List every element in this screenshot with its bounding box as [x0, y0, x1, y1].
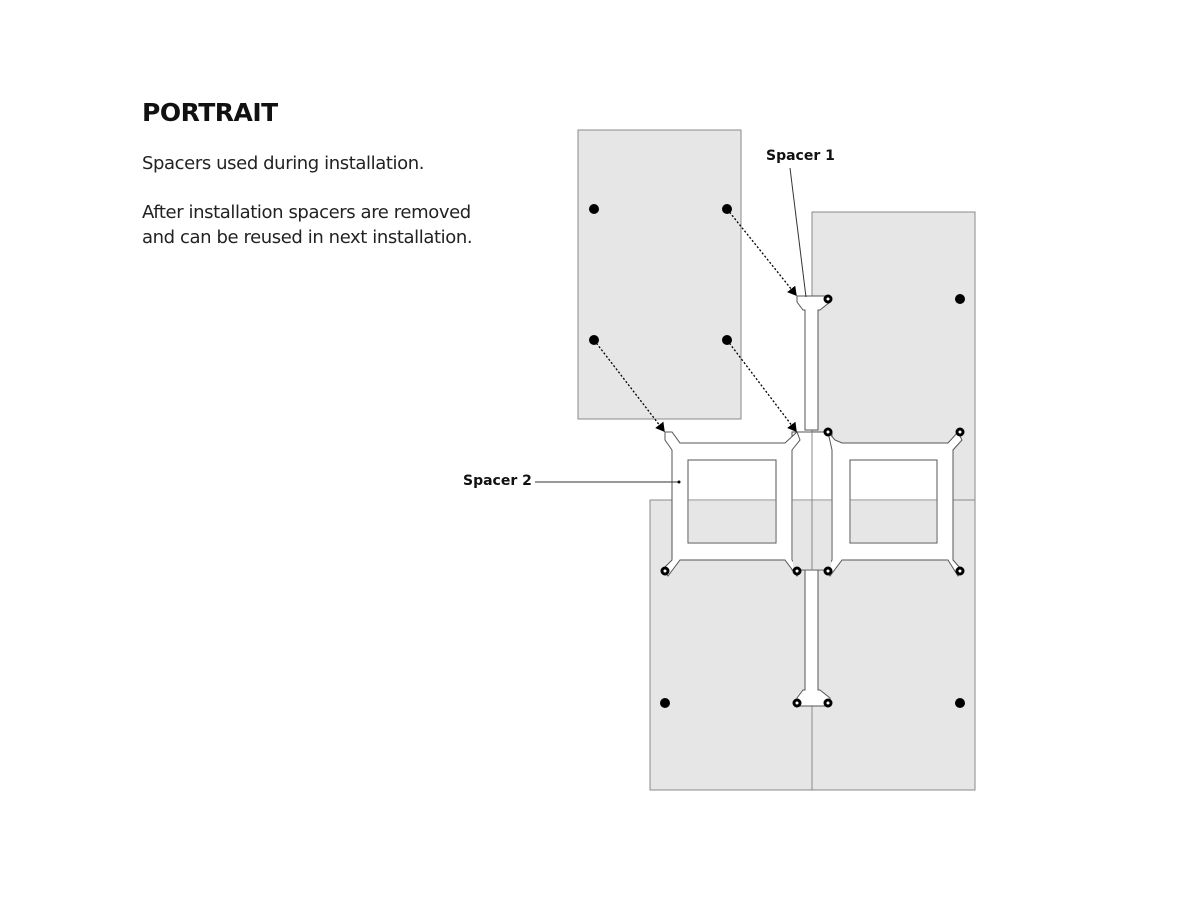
- spacer-2-label: Spacer 2: [463, 473, 532, 489]
- spacer-2-right-window: [849, 459, 938, 544]
- spacer-1-leader: [789, 167, 807, 298]
- spacer-2-left-window: [687, 459, 777, 544]
- mount-dot: [589, 204, 599, 214]
- description-line-3: and can be reused in next installation.: [142, 227, 473, 248]
- mount-dot: [955, 294, 965, 304]
- panel-top-left: [577, 129, 742, 420]
- mount-ring: [823, 698, 833, 708]
- mount-ring: [823, 427, 833, 437]
- mount-ring: [955, 566, 965, 576]
- mount-dot: [660, 698, 670, 708]
- mount-ring: [823, 294, 833, 304]
- mount-dot: [955, 698, 965, 708]
- mount-ring: [823, 566, 833, 576]
- mount-ring: [792, 566, 802, 576]
- mount-ring: [955, 427, 965, 437]
- description-line-2: After installation spacers are removed: [142, 202, 471, 223]
- dashed-arrow: [726, 339, 797, 433]
- mount-ring: [792, 698, 802, 708]
- dashed-arrow: [593, 339, 665, 433]
- description-line-1: Spacers used during installation.: [142, 153, 425, 174]
- spacer-1-label: Spacer 1: [766, 148, 835, 164]
- mount-ring: [660, 566, 670, 576]
- page-title: PORTRAIT: [142, 98, 278, 127]
